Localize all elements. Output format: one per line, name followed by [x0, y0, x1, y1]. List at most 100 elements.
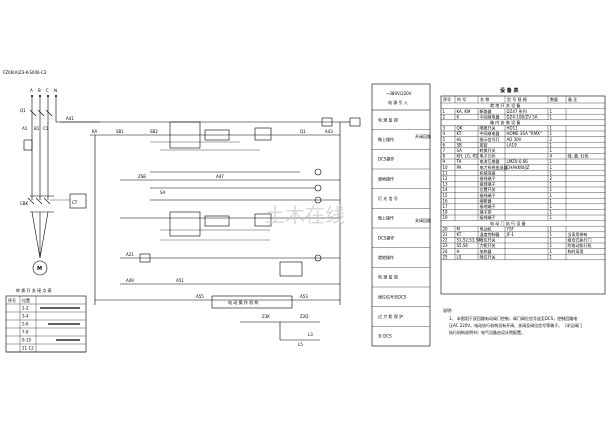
equipment-cell: 2 [550, 176, 553, 181]
bus-label-a: A [30, 88, 33, 93]
a1-label: A1 [22, 126, 28, 131]
func-header-line1: ~380V/220V [386, 91, 412, 96]
label-z2q: Z2Q [300, 314, 308, 319]
equipment-cell: 隔离开关 [480, 125, 496, 131]
equipment-cell: 温度控制器 [480, 231, 500, 237]
equipment-cell: PA [457, 165, 462, 170]
switch-table-cell: 3-4 [22, 314, 29, 319]
equipment-cell: 15 [443, 193, 449, 198]
func-row-label: 微上操作 [378, 136, 394, 142]
equipment-cell: 6 [443, 142, 446, 147]
equipment-cell: 限位开关 [480, 253, 496, 259]
coil-box-label: 电 动 操 作 机 构 [228, 299, 258, 305]
equipment-header-cell: 备 注 [568, 96, 577, 102]
equipment-cell: KH, LG, RD [457, 154, 479, 159]
equipment-header-cell: 名 称 [480, 96, 489, 102]
equipment-cell: KA, KM [457, 109, 471, 114]
func-row-label: 微上操作 [378, 215, 394, 221]
equipment-cell: 24 [443, 249, 449, 254]
c1-label: C1 [43, 126, 49, 131]
equipment-cell: 20 [443, 226, 449, 231]
equipment-cell: 2 [550, 137, 553, 142]
equipment-cell: DZ47 系列 [507, 108, 527, 114]
equipment-cell: DZ4-10B/ZV 5A [507, 114, 538, 119]
equipment-cell: 位置开关 [480, 186, 496, 192]
equipment-cell: 断路器 [480, 108, 492, 114]
equipment-cell: 22 [443, 238, 449, 243]
equipment-cell: 3 [443, 126, 446, 131]
equipment-cell: 电流互感器 [480, 158, 500, 164]
equipment-cell: HD11 [507, 126, 519, 131]
side-tag-close: 关阀回路 [415, 217, 431, 223]
label-sb2: SB2 [150, 129, 158, 134]
bus-label-n: N [54, 88, 57, 93]
equipment-cell: 接线端子 [480, 175, 496, 181]
equipment-cell: KT [457, 131, 462, 136]
equipment-cell: 1 [550, 126, 553, 131]
equipment-cell: 1 [550, 254, 553, 259]
equipment-cell: 2 [443, 114, 446, 119]
equipment-cell: M [457, 226, 461, 231]
equipment-cell: 13 [443, 182, 449, 187]
switch-table-cell: 1-2 [22, 306, 29, 311]
equipment-cell: 接线端子 [480, 192, 496, 198]
equipment-cell: 1 [550, 142, 553, 147]
equipment-header-cell: 数量 [550, 96, 558, 102]
equipment-header-cell: 型 号 规 格 [507, 96, 527, 102]
func-header-line2: 电 源 引 入 [388, 99, 408, 105]
switch-table-title: 转 换 开 关 接 点 表 [16, 287, 52, 293]
func-row-label: DCS操作 [378, 156, 394, 162]
b1-label: B1 [34, 126, 40, 131]
switch-table-cell: 9-10 [22, 338, 32, 343]
label-a49: A49 [126, 278, 134, 283]
equipment-cell: 25 [443, 254, 449, 259]
label-sa: SA [160, 190, 166, 195]
func-row-label: 至 DCS [378, 334, 392, 339]
label-a41: A41 [66, 116, 74, 121]
control-circuit: A41 KA SB1 SB2 Q1 A43 ZSB A47 SA A2 [60, 116, 361, 347]
switch-table-h0: 序号 [8, 297, 16, 303]
equipment-cell: 机械连接 [480, 169, 496, 175]
label-a53: A53 [300, 294, 308, 299]
func-row-label: 阀位信号至DCS [378, 293, 407, 299]
equipment-cell: 1 [443, 109, 446, 114]
note-line-1: 1、 本图用于双回路电动阀门控制，阀门阀位信号送至DCS，控制回路电 [449, 315, 577, 321]
equipment-cell: 12 [443, 176, 449, 181]
equipment-cell: 11 [443, 170, 449, 175]
notes: 说明: 1、 本图用于双回路电动阀门控制，阀门阀位信号送至DCS，控制回路电 压… [443, 307, 582, 335]
equipment-cell: 19 [443, 215, 449, 220]
ktt-label: CBK [20, 201, 29, 206]
equipment-cell: 1 [550, 165, 553, 170]
equipment-cell: CHAKKW/JZ [507, 165, 530, 170]
equipment-cell: LA19 [507, 142, 518, 147]
switch-table-cell: 5-6 [22, 322, 29, 327]
equipment-cell: 17 [443, 204, 449, 209]
equipment-cell: 1 [550, 159, 553, 164]
equipment-header-cell: 符 号 [457, 96, 466, 102]
equipment-cell: 1 [550, 131, 553, 136]
equipment-cell: 熔断器 [480, 197, 492, 203]
equipment-cell: 转换开关 [480, 147, 496, 153]
equipment-cell: 构时采用 [568, 248, 584, 254]
equipment-cell: 7 [443, 148, 446, 153]
motor-label: M [37, 266, 42, 272]
watermark: 土木在线 [265, 203, 345, 227]
equipment-cell: 中间继电器 [480, 113, 500, 119]
equipment-cell: 组合式执行门 [568, 237, 592, 243]
equipment-cell: 10 [443, 165, 449, 170]
equipment-cell: H [457, 249, 460, 254]
func-row-label: 就地操作 [378, 175, 394, 181]
func-row-label: 过 力 矩 保 护 [378, 313, 403, 319]
label-l5: L5 [298, 342, 303, 347]
label-a43: A43 [325, 129, 333, 134]
label-ka: KA [92, 129, 98, 134]
equipment-cell: SA [457, 148, 463, 153]
equipment-cell: 18 [443, 210, 449, 215]
equipment-cell: 1 [550, 148, 553, 153]
equipment-cell: 1 [550, 232, 553, 237]
